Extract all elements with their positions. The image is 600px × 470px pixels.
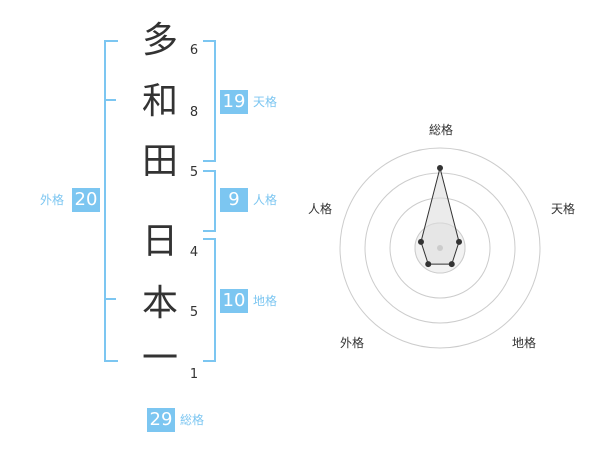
tenkaku-bracket bbox=[203, 40, 216, 162]
radar-point-2 bbox=[456, 238, 463, 245]
jinkaku-bracket bbox=[203, 170, 216, 232]
chikaku-value: 10 bbox=[220, 289, 248, 313]
gaikaku-bracket-tick-lower bbox=[104, 298, 116, 300]
stroke-count-3: 5 bbox=[189, 165, 199, 180]
stroke-count-1: 6 bbox=[189, 43, 199, 58]
stroke-count-4: 4 bbox=[189, 245, 199, 260]
name-char-2: 和 bbox=[141, 81, 178, 122]
gaikaku-bracket bbox=[104, 40, 118, 362]
stroke-count-6: 1 bbox=[189, 367, 199, 382]
stroke-count-5: 5 bbox=[189, 305, 199, 320]
radar-label-tenkaku: 天格 bbox=[550, 202, 575, 216]
chikaku-label: 地格 bbox=[253, 294, 278, 308]
radar-point-1 bbox=[437, 165, 443, 171]
tenkaku-label: 天格 bbox=[253, 95, 278, 109]
radar-point-5 bbox=[417, 238, 424, 245]
stroke-count-2: 8 bbox=[189, 105, 199, 120]
jinkaku-label: 人格 bbox=[253, 193, 278, 207]
name-char-5: 本 bbox=[141, 283, 178, 324]
soukaku-value: 29 bbox=[147, 408, 175, 432]
radar-polygon bbox=[420, 167, 460, 265]
radar-point-3 bbox=[448, 261, 455, 268]
name-char-6: 一 bbox=[141, 338, 178, 379]
name-char-3: 田 bbox=[141, 141, 178, 182]
name-char-1: 多 bbox=[141, 20, 178, 61]
name-char-4: 日 bbox=[141, 221, 178, 262]
jinkaku-value: 9 bbox=[220, 188, 248, 212]
chikaku-bracket bbox=[203, 238, 216, 362]
radar-point-4 bbox=[425, 261, 432, 268]
gaikaku-bracket-tick bbox=[104, 99, 116, 101]
gaikaku-value: 20 bbox=[72, 188, 100, 212]
radar-ring bbox=[339, 147, 541, 349]
radar-center-dot bbox=[437, 245, 443, 251]
soukaku-label: 総格 bbox=[180, 413, 205, 427]
tenkaku-value: 19 bbox=[220, 90, 248, 114]
gaikaku-label: 外格 bbox=[40, 193, 65, 207]
radar-label-soukaku: 総格 bbox=[428, 123, 453, 137]
radar-label-chikaku: 地格 bbox=[511, 336, 536, 350]
radar-label-gaikaku: 外格 bbox=[339, 336, 364, 350]
radar-label-jinkaku: 人格 bbox=[307, 202, 332, 216]
